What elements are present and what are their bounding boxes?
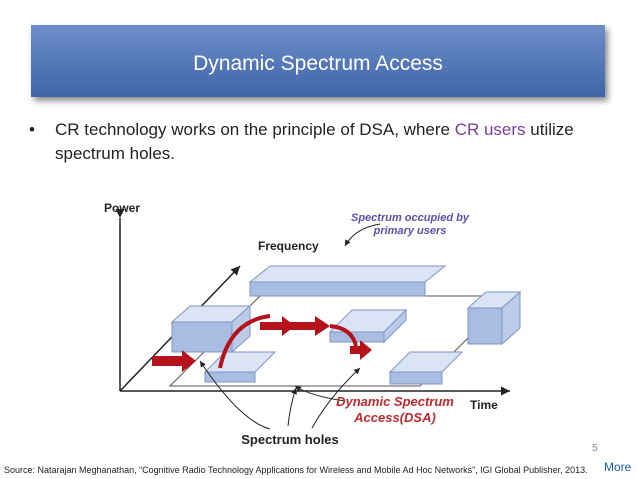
time-axis-label: Time [470, 398, 498, 412]
title-bar: Dynamic Spectrum Access [31, 25, 605, 97]
page-number: 5 [592, 443, 598, 454]
red-arrow-2 [260, 316, 295, 336]
dsa-pointer-arrow [294, 385, 346, 402]
source-citation: Source: Natarajan Meghanathan, “Cognitiv… [4, 465, 588, 475]
red-arrow-3 [285, 316, 330, 336]
holes-pointer-arrow-3 [311, 367, 361, 429]
power-axis-label: Power [104, 201, 140, 215]
primary-block-mid [328, 308, 408, 344]
dsa-label-line-2: Access(DSA) [353, 410, 436, 425]
occupied-label-line-2: primary users [373, 225, 447, 237]
primary-block-front-left [203, 351, 277, 383]
red-arrow-1 [152, 350, 196, 372]
dsa-red-arrows [152, 316, 372, 372]
red-arrow-4 [350, 340, 372, 360]
primary-block-front-right [388, 351, 464, 385]
primary-block-right-tall [466, 290, 522, 346]
more-link[interactable]: More [604, 460, 632, 474]
bullet-dot-icon: • [29, 120, 35, 139]
occupied-pointer-arrow [344, 223, 381, 247]
dsa-label-line-1: Dynamic Spectrum [336, 394, 454, 409]
bullet-highlight: CR users [454, 120, 526, 139]
bullet-text-start: CR technology works on the principle of … [55, 120, 455, 139]
bullet-text-end: utilize spectrum holes. [55, 120, 574, 163]
frequency-axis-label: Frequency [258, 239, 319, 253]
holes-pointer-arrow-2 [287, 387, 297, 427]
slide-title: Dynamic Spectrum Access [193, 52, 443, 75]
spectrum-holes-label: Spectrum holes [241, 432, 339, 447]
dsa-diagram: Power Frequency Time Spectrum occupied b… [104, 201, 522, 447]
bullet-point: • CR technology works on the principle o… [29, 118, 609, 166]
red-curve-1 [218, 314, 271, 369]
primary-block-back [248, 265, 447, 297]
occupied-label-line-1: Spectrum occupied by [351, 212, 470, 224]
holes-pointer-arrow-1 [199, 360, 271, 430]
red-curve-2 [329, 324, 358, 347]
